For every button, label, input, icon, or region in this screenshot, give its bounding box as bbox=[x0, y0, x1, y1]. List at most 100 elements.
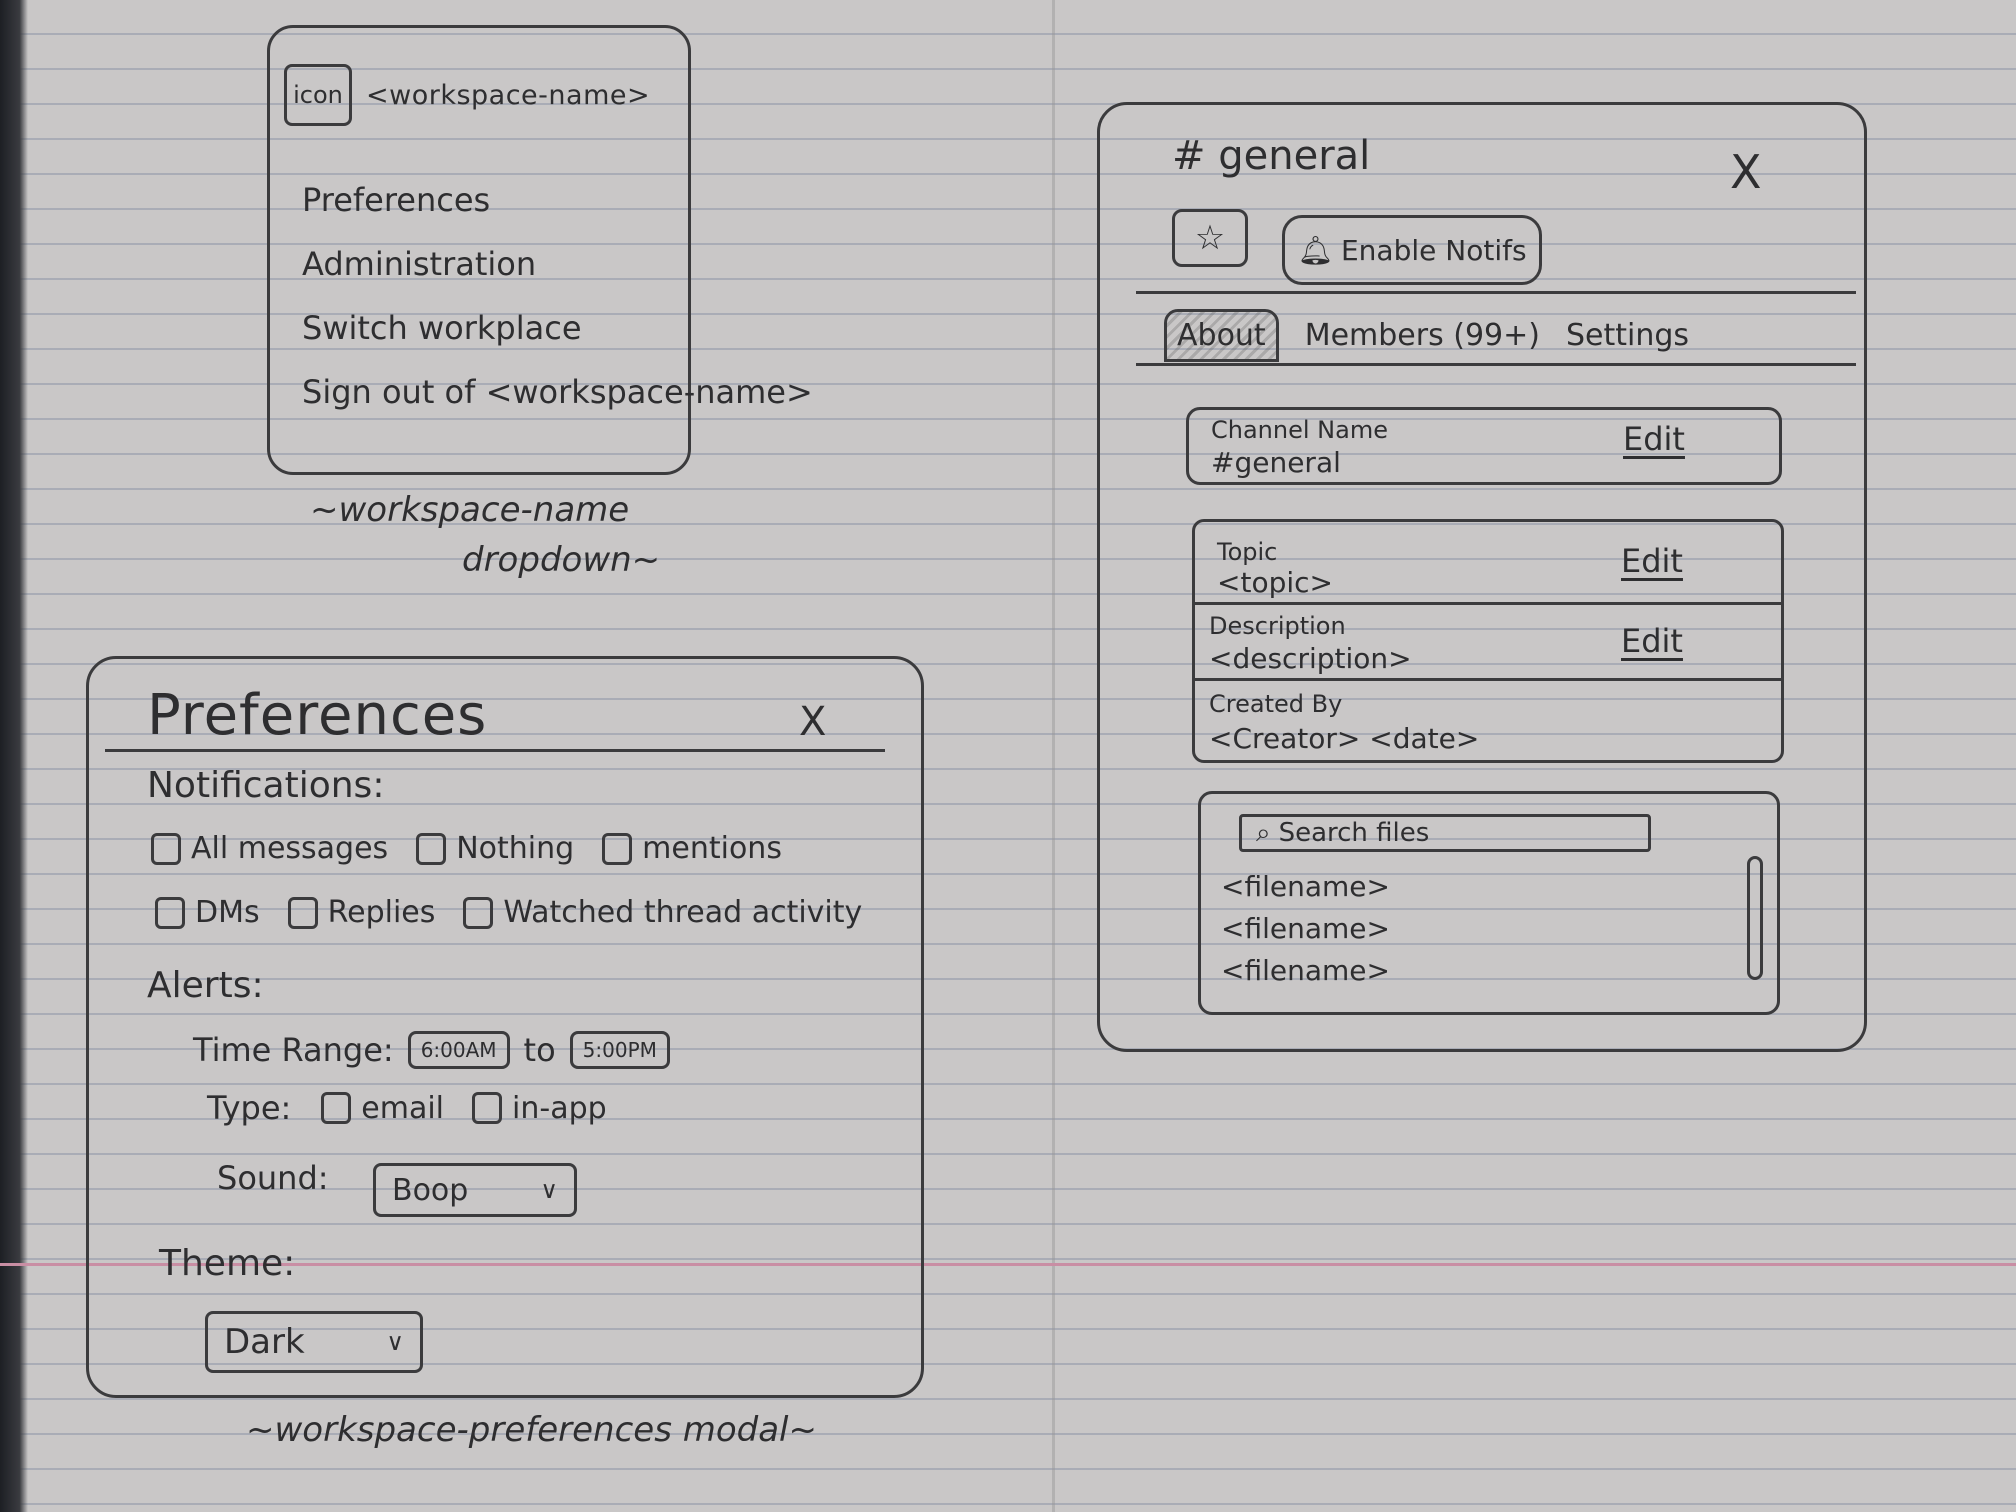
workspace-dropdown: icon <workspace-name> Preferences Admini… bbox=[267, 25, 813, 475]
channel-name-card: Channel Name #general Edit bbox=[1186, 407, 1782, 485]
table-background bbox=[0, 0, 28, 1512]
star-button[interactable]: ☆ bbox=[1172, 209, 1248, 267]
checkbox-label: Nothing bbox=[456, 831, 575, 866]
edit-description-link[interactable]: Edit bbox=[1621, 622, 1683, 660]
preferences-modal: Preferences X Notifications: All message… bbox=[86, 656, 924, 1398]
bell-icon: 🔔︎ bbox=[1297, 233, 1333, 267]
files-card: ⌕ Search files <filename> <filename> <fi… bbox=[1198, 791, 1780, 1015]
checkbox-in-app[interactable]: in-app bbox=[472, 1091, 607, 1126]
notification-options-row-2: DMs Replies Watched thread activity bbox=[155, 895, 890, 930]
chevron-down-icon: ∨ bbox=[386, 1328, 404, 1356]
checkbox-label: DMs bbox=[195, 895, 260, 930]
created-by-label: Created By bbox=[1209, 690, 1343, 718]
header-divider bbox=[1136, 291, 1856, 294]
workspace-icon: icon bbox=[284, 64, 352, 126]
alerts-label: Alerts: bbox=[147, 965, 264, 1006]
channel-title: # general bbox=[1172, 133, 1371, 179]
description-value: <description> bbox=[1209, 642, 1412, 675]
time-range-label: Time Range: bbox=[193, 1031, 394, 1069]
list-item[interactable]: <filename> bbox=[1221, 912, 1390, 945]
dropdown-caption: ~workspace-name bbox=[310, 490, 630, 530]
checkbox-label: All messages bbox=[191, 831, 389, 866]
title-divider bbox=[105, 749, 885, 752]
checkbox-nothing[interactable]: Nothing bbox=[416, 831, 574, 866]
checkbox-watched-thread-activity[interactable]: Watched thread activity bbox=[463, 895, 862, 930]
channel-info-card: Topic <topic> Edit Description <descript… bbox=[1192, 519, 1784, 763]
menu-item-preferences[interactable]: Preferences bbox=[302, 181, 491, 219]
time-range-row: Time Range: 6:00AM to 5:00PM bbox=[193, 1031, 684, 1069]
paper-fold-line bbox=[1052, 0, 1055, 1512]
enable-notifs-label: Enable Notifs bbox=[1340, 233, 1527, 267]
list-item[interactable]: <filename> bbox=[1221, 954, 1390, 987]
tabs-divider bbox=[1136, 363, 1856, 366]
checkbox-box[interactable] bbox=[602, 832, 633, 865]
enable-notifs-button[interactable]: 🔔︎ Enable Notifs bbox=[1282, 215, 1542, 285]
tab-settings[interactable]: Settings bbox=[1566, 318, 1690, 353]
workspace-header[interactable]: icon <workspace-name> bbox=[284, 64, 650, 126]
checkbox-box[interactable] bbox=[151, 832, 181, 865]
workspace-name: <workspace-name> bbox=[366, 79, 651, 111]
type-label: Type: bbox=[207, 1089, 292, 1127]
channel-name-label: Channel Name bbox=[1211, 416, 1388, 444]
tab-members[interactable]: Members (99+) bbox=[1304, 318, 1540, 353]
menu-item-administration[interactable]: Administration bbox=[302, 245, 537, 283]
checkbox-all-messages[interactable]: All messages bbox=[151, 831, 388, 866]
tab-about[interactable]: About bbox=[1164, 309, 1279, 362]
created-by-value: <Creator> <date> bbox=[1209, 722, 1480, 755]
topic-label: Topic bbox=[1217, 538, 1278, 566]
search-icon: ⌕ bbox=[1256, 817, 1271, 848]
checkbox-box[interactable] bbox=[321, 1092, 352, 1124]
sound-label: Sound: bbox=[217, 1159, 329, 1197]
checkbox-replies[interactable]: Replies bbox=[287, 895, 436, 930]
search-files-input[interactable]: ⌕ Search files bbox=[1239, 814, 1651, 852]
checkbox-dms[interactable]: DMs bbox=[155, 895, 260, 930]
file-list: <filename> <filename> <filename> bbox=[1221, 866, 1390, 992]
menu-item-switch-workplace[interactable]: Switch workplace bbox=[302, 309, 582, 347]
checkbox-box[interactable] bbox=[287, 896, 318, 929]
channel-name-value: #general bbox=[1211, 446, 1341, 479]
checkbox-box[interactable] bbox=[472, 1092, 503, 1124]
list-item[interactable]: <filename> bbox=[1221, 870, 1390, 903]
workspace-menu: Preferences Administration Switch workpl… bbox=[302, 168, 813, 424]
time-to-input[interactable]: 5:00PM bbox=[569, 1031, 670, 1069]
star-icon: ☆ bbox=[1194, 218, 1226, 258]
checkbox-label: Watched thread activity bbox=[503, 895, 863, 930]
close-icon[interactable]: X bbox=[1730, 145, 1762, 199]
search-placeholder: Search files bbox=[1278, 818, 1430, 848]
close-icon[interactable]: X bbox=[799, 699, 827, 745]
alert-type-row: Type: email in-app bbox=[207, 1089, 635, 1127]
chevron-down-icon: ∨ bbox=[540, 1176, 558, 1204]
checkbox-label: in-app bbox=[512, 1090, 607, 1126]
channel-tabs: About Members (99+) Settings bbox=[1164, 309, 1689, 362]
checkbox-label: email bbox=[361, 1090, 445, 1126]
time-to-word: to bbox=[523, 1031, 556, 1069]
checkbox-label: mentions bbox=[642, 831, 782, 866]
checkbox-label: Replies bbox=[327, 895, 436, 930]
checkbox-box[interactable] bbox=[463, 896, 494, 929]
paper-margin-line bbox=[0, 1263, 2016, 1266]
preferences-caption: ~workspace-preferences modal~ bbox=[246, 1410, 817, 1450]
checkbox-box[interactable] bbox=[155, 896, 185, 929]
row-divider bbox=[1195, 678, 1781, 681]
notifications-label: Notifications: bbox=[147, 765, 385, 806]
theme-label: Theme: bbox=[159, 1243, 296, 1284]
theme-select[interactable]: Dark ∨ bbox=[205, 1311, 423, 1373]
topic-value: <topic> bbox=[1217, 566, 1333, 599]
channel-details-panel: # general X ☆ 🔔︎ Enable Notifs About Mem… bbox=[1097, 102, 1867, 1052]
time-from-input[interactable]: 6:00AM bbox=[407, 1031, 510, 1069]
checkbox-email[interactable]: email bbox=[321, 1091, 444, 1126]
dropdown-caption-continued: dropdown~ bbox=[462, 540, 661, 580]
sound-value: Boop bbox=[392, 1172, 469, 1208]
notification-options-row-1: All messages Nothing mentions bbox=[151, 831, 810, 866]
theme-value: Dark bbox=[224, 1322, 305, 1362]
workspace-icon-label: icon bbox=[293, 81, 343, 109]
file-list-scrollbar[interactable] bbox=[1747, 856, 1763, 980]
menu-item-sign-out[interactable]: Sign out of <workspace-name> bbox=[302, 373, 813, 411]
edit-topic-link[interactable]: Edit bbox=[1621, 542, 1683, 580]
checkbox-box[interactable] bbox=[416, 832, 447, 865]
edit-channel-name-link[interactable]: Edit bbox=[1623, 420, 1685, 458]
row-divider bbox=[1195, 602, 1781, 605]
checkbox-mentions[interactable]: mentions bbox=[602, 831, 782, 866]
modal-title: Preferences bbox=[147, 683, 488, 748]
sound-select[interactable]: Boop ∨ bbox=[373, 1163, 577, 1217]
